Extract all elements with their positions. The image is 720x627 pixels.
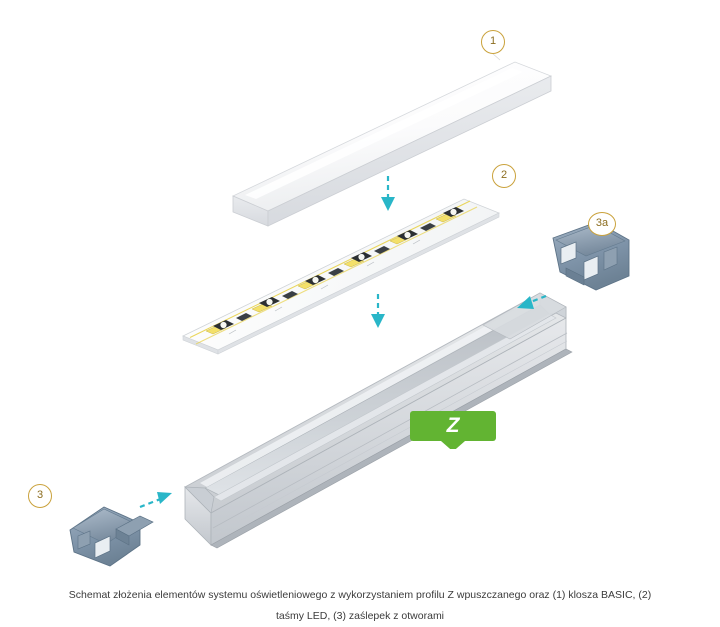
arrow-cap-right-left [517,294,547,309]
led-emitters [213,207,464,330]
arrow-strip-down [371,294,385,328]
led-cut-marks [228,239,421,335]
part-led-strip [182,198,500,355]
callout-3a: 3a [588,212,616,236]
badge-body [410,411,496,441]
arrow-cover-down [381,176,395,211]
part-end-cap-left [69,506,154,567]
badge-label: Z [446,414,460,437]
callout-3: 3 [28,484,52,508]
callout-3a-label: 3a [595,217,609,229]
callout-2-label: 2 [500,169,508,181]
callout-3-label: 3 [36,489,44,501]
diagram-caption: Schemat złożenia elementów systemu oświe… [0,585,720,627]
profile-z-badge: Z [410,411,496,449]
arrow-cap-left-right [139,492,172,509]
caption-line-2: taśmy LED, (3) zaślepek z otworami [275,610,445,622]
part-end-cap-right [552,221,630,291]
led-resistors [236,223,436,321]
part-cover-lens-basic [232,61,553,227]
callout-1-label: 1 [489,35,497,47]
badge-tab [441,441,465,449]
callout-1: 1 [481,30,505,54]
caption-line-1: Schemat złożenia elementów systemu oświe… [68,589,652,601]
part-aluminium-profile-z [184,292,573,549]
callout-leader-lines [491,52,501,61]
callout-2: 2 [492,164,516,188]
